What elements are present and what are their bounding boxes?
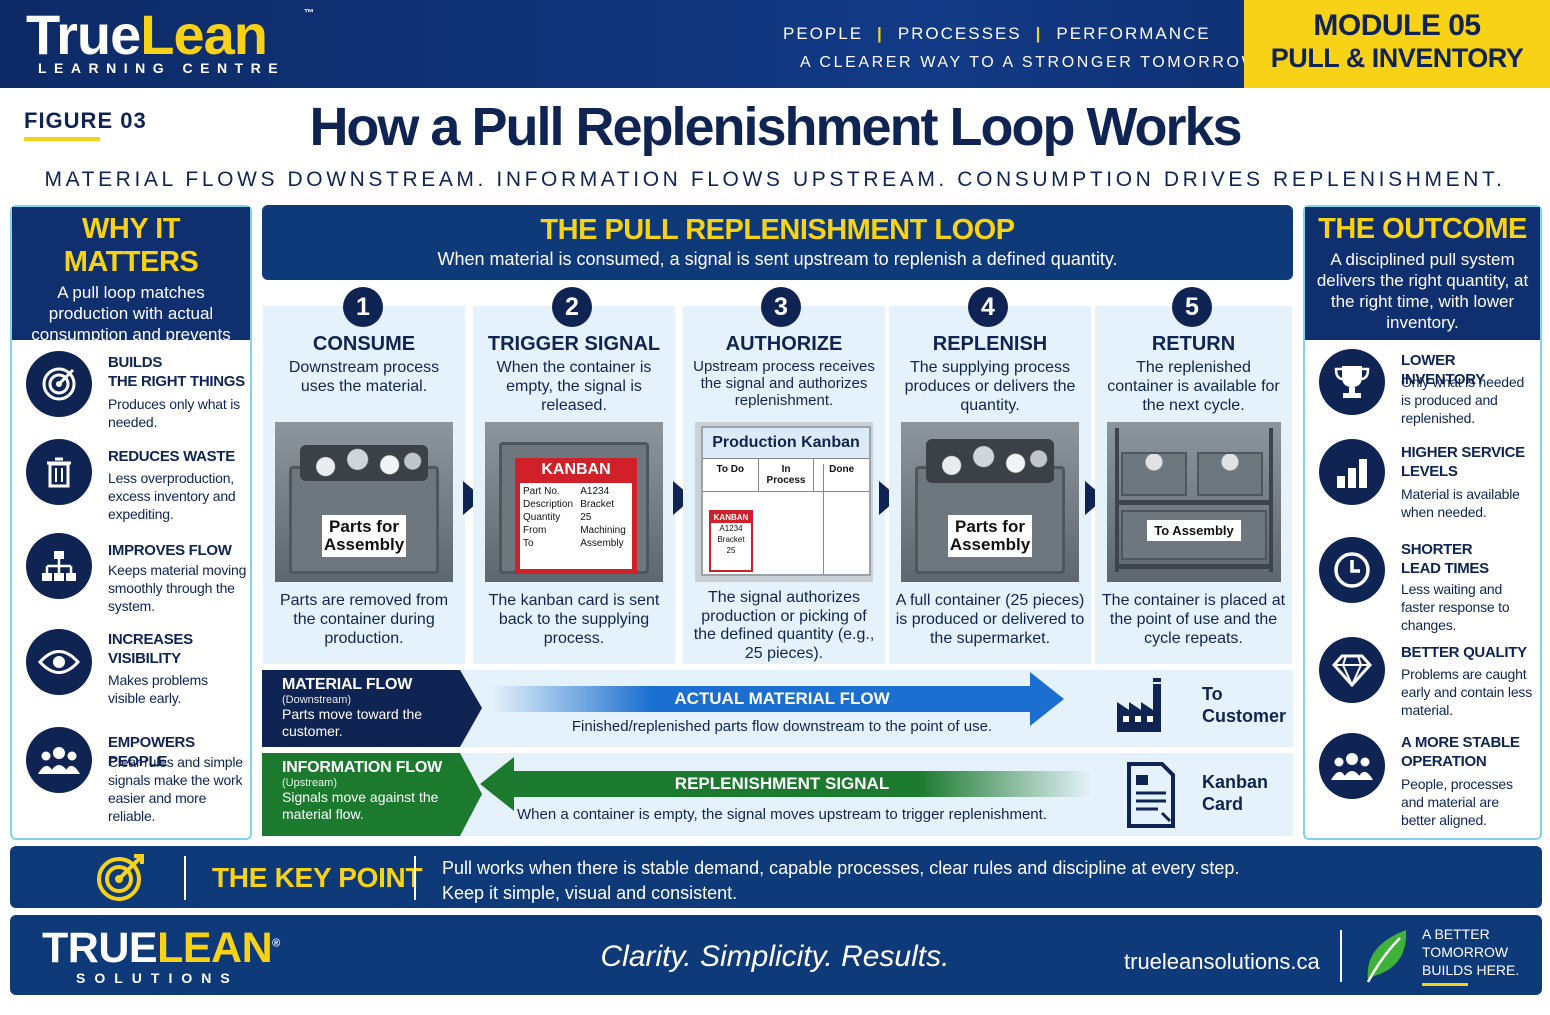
bin-image: Parts for Assembly [901,422,1079,582]
trophy-icon [1319,349,1385,415]
step-number: 1 [343,287,383,327]
benefit-item: REDUCES WASTE Less overproduction, exces… [12,439,250,529]
footer-tagline: Clarity. Simplicity. Results. [600,940,950,973]
step-number: 2 [552,287,592,327]
key-point-title: THE KEY POINT [212,862,423,893]
outcome-item: SHORTER LEAD TIMES Less waiting and fast… [1305,533,1540,633]
material-flow-note: Finished/replenished parts flow downstre… [571,718,993,735]
outcome-item: BETTER QUALITY Problems are caught early… [1305,637,1540,727]
benefit-item: EMPOWERS PEOPLE Clear rules and simple s… [12,725,250,824]
kanban-board-image: Production Kanban To Do In Process Done … [695,422,873,582]
footer-logo-subtitle: SOLUTIONS [76,970,239,986]
nav-people: PEOPLE [783,24,864,43]
panel-intro: A pull loop matches production with actu… [31,283,231,365]
cart-image: To Assembly [1107,422,1281,582]
header-tagline: A CLEARER WAY TO A STRONGER TOMORROW [800,54,1260,71]
step-consume: CONSUME Downstream process uses the mate… [263,306,465,664]
outcome-panel: THE OUTCOME A disciplined pull system de… [1303,205,1542,840]
information-flow-note: When a container is empty, the signal mo… [517,806,1047,823]
logo-trademark: ™ [304,8,314,19]
information-flow-tag: INFORMATION FLOW (Upstream) Signals move… [262,753,460,836]
step-replenish: REPLENISH The supplying process produces… [889,306,1091,664]
loop-intro: When material is consumed, a signal is s… [437,249,1118,269]
footer-logo: TRUELEAN® [42,924,280,972]
page-title: How a Pull Replenishment Loop Works [309,97,1242,157]
clock-icon [1319,537,1385,603]
loop-header: THE PULL REPLENISHMENT LOOP When materia… [262,205,1293,280]
benefit-item: IMPROVES FLOW Keeps material moving smoo… [12,533,250,623]
diamond-icon [1319,637,1385,703]
information-flow-row: INFORMATION FLOW (Upstream) Signals move… [262,753,1293,836]
key-point-text: Pull works when there is stable demand, … [442,858,1240,903]
benefit-item: BUILDS THE RIGHT THINGS Produces only wh… [12,347,250,437]
loop-heading: THE PULL REPLENISHMENT LOOP [540,214,1015,246]
divider [1340,930,1342,982]
step-number: 4 [968,287,1008,327]
step-return: RETURN The replenished container is avai… [1095,306,1292,664]
eye-icon [26,629,92,695]
module-badge: MODULE 05 PULL & INVENTORY [1244,0,1550,88]
panel-heading: WHY IT MATTERS [63,213,199,278]
divider [184,856,186,900]
benefit-item: INCREASES VISIBILITY Makes problems visi… [12,627,250,717]
header-nav: PEOPLE|PROCESSES|PERFORMANCE [783,24,1211,43]
page-subtitle: MATERIAL FLOWS DOWNSTREAM. INFORMATION F… [44,168,1506,191]
material-flow-label: ACTUAL MATERIAL FLOW [674,689,890,708]
bar-chart-icon [1319,439,1385,505]
material-flow-arrow [490,686,1030,712]
nav-processes: PROCESSES [897,24,1022,43]
leaf-icon [1362,926,1410,989]
material-flow-tag: MATERIAL FLOW (Downstream) Parts move to… [262,670,460,747]
people-icon [26,727,92,793]
target-icon [26,351,92,417]
footer-bar [10,915,1542,995]
information-flow-label: REPLENISHMENT SIGNAL [674,774,890,793]
document-icon [1126,761,1176,834]
panel-heading: THE OUTCOME [1318,213,1527,245]
step-authorize: AUTHORIZE Upstream process receives the … [683,306,885,664]
footer-slogan: A BETTER TOMORROW BUILDS HERE. [1422,926,1520,978]
key-point-bar [10,846,1542,908]
logo-subtitle: LEARNING CENTRE [38,60,286,76]
outcome-item: LOWER INVENTORY Only what is needed is p… [1305,345,1540,435]
to-customer-label: To Customer [1202,684,1287,726]
figure-label: FIGURE 03 [24,108,147,133]
information-flow-arrow [514,771,1092,797]
figure-underline [24,137,100,141]
step-trigger-signal: TRIGGER SIGNAL When the container is emp… [473,306,675,664]
why-it-matters-panel: WHY IT MATTERS A pull loop matches produ… [10,205,252,840]
material-flow-row: MATERIAL FLOW (Downstream) Parts move to… [262,670,1293,747]
factory-icon [1115,676,1167,739]
step-number: 5 [1172,287,1212,327]
outcome-item: HIGHER SERVICE LEVELS Material is availa… [1305,437,1540,527]
bin-image: Parts for Assembly [275,422,453,582]
flowchart-icon [26,533,92,599]
footer-url[interactable]: trueleansolutions.ca [1124,949,1320,974]
outcome-item: A MORE STABLE OPERATION People, processe… [1305,729,1540,828]
kanban-card-label: Kanban Card [1202,772,1269,814]
people-icon [1319,733,1385,799]
nav-performance: PERFORMANCE [1056,24,1211,43]
logo: TrueLean [26,3,268,66]
step-number: 3 [761,287,801,327]
footer-slogan-underline [1422,983,1468,986]
target-icon [94,852,148,907]
panel-intro: A disciplined pull system delivers the r… [1316,250,1529,332]
trash-icon [26,439,92,505]
divider [414,856,416,900]
